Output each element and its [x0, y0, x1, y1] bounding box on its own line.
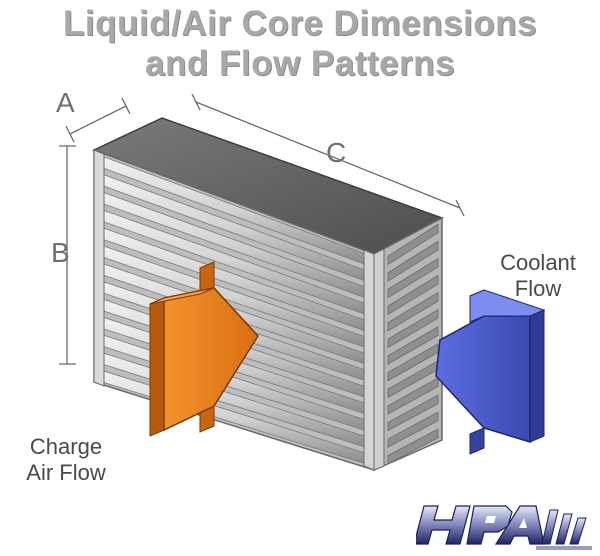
charge-air-line-1: Charge — [29, 434, 103, 459]
core-side-slot — [387, 411, 439, 448]
dimension-b-label: B — [51, 237, 70, 268]
dimension-a-label: A — [56, 87, 75, 118]
coolant-arrow — [435, 289, 546, 455]
core-side-slot — [387, 257, 439, 299]
dimension-lines — [59, 93, 465, 365]
hpa-logo — [416, 505, 592, 550]
core-side-slot — [387, 326, 439, 365]
coolant-flow-line-1: Coolant — [500, 250, 576, 275]
charge-air-arrow — [149, 261, 259, 437]
core-fins-side — [387, 223, 439, 465]
title-line-2: and Flow Patterns — [145, 44, 455, 83]
charge-air-line-2: Air Flow — [26, 460, 106, 485]
core-side-slot — [387, 274, 439, 316]
core-side-slot — [387, 377, 439, 415]
core-side-slot — [387, 240, 439, 282]
charge-air-flow-label: Charge Air Flow — [6, 434, 126, 486]
core-side-slot — [387, 223, 439, 266]
core-side-slot — [387, 394, 439, 432]
dimension-c-label: C — [326, 137, 346, 168]
core-side-slot — [387, 291, 439, 332]
coolant-flow-line-2: Flow — [514, 276, 562, 301]
title-line-1: Liquid/Air Core Dimensions — [63, 4, 537, 43]
coolant-flow-label: Coolant Flow — [478, 250, 598, 302]
dimension-a-line — [69, 105, 127, 135]
dimension-c-line — [195, 101, 461, 209]
core-side-slot — [387, 428, 439, 465]
core-side-slot — [387, 308, 439, 349]
